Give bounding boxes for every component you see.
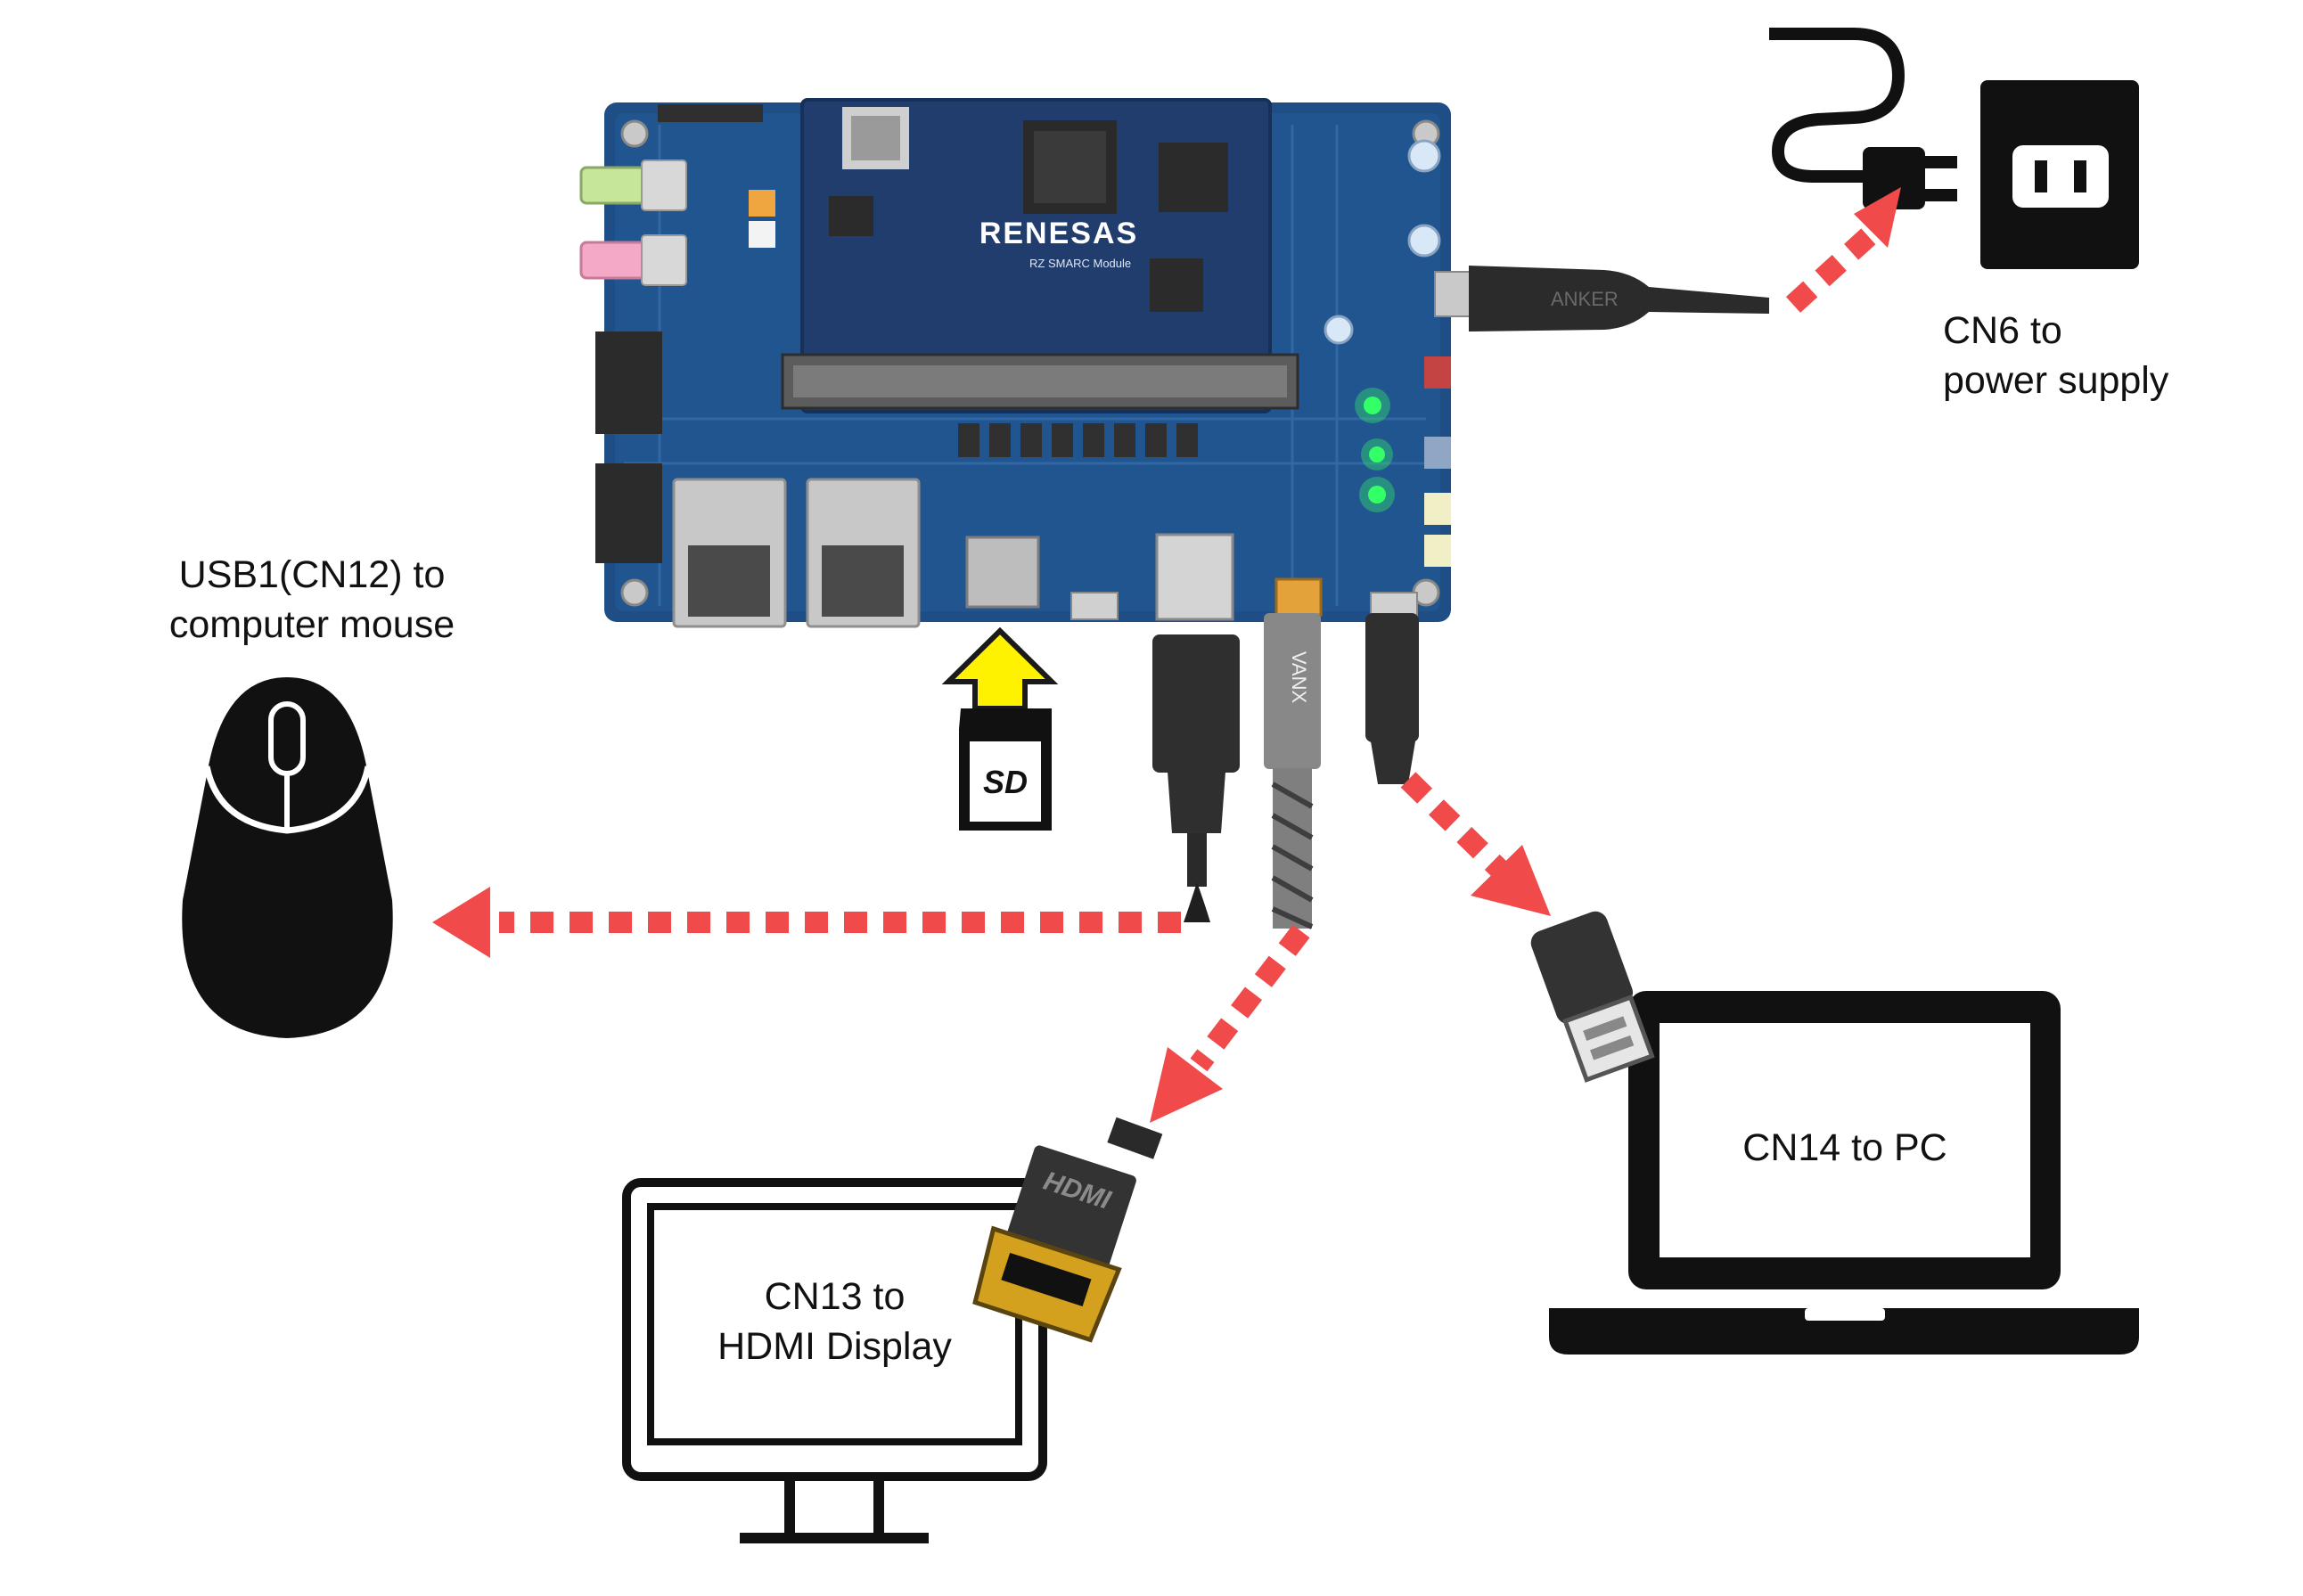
hdmi-plug-icon: HDMI: [972, 1117, 1163, 1343]
arrow-to-hdmi: [1150, 924, 1310, 1123]
power-plug-icon: [1769, 28, 1957, 209]
smarc-module: RENESAS RZ SMARC Module: [800, 98, 1272, 413]
power-label-line2: power supply: [1943, 359, 2169, 402]
anker-brand: ANKER: [1551, 288, 1619, 310]
renesas-board: RENESAS RZ SMARC Module: [579, 98, 1451, 628]
hdmi-label-line2: HDMI Display: [717, 1325, 952, 1368]
monitor-icon: [622, 1178, 1047, 1543]
hdmi-cable: VANX: [1264, 613, 1321, 929]
usb-plug-icon: [1530, 911, 1655, 1083]
sd-card-insert: SD: [941, 626, 1059, 831]
pc-usb-cable: [1365, 613, 1419, 784]
pc-label-line1: CN14 to PC: [1742, 1126, 1947, 1169]
vanx-brand: VANX: [1288, 651, 1310, 704]
mouse-icon: [182, 677, 393, 1038]
audio-jacks: [579, 160, 687, 286]
pc-label: CN14 to PC: [1660, 1123, 2030, 1173]
mouse-label: USB1(CN12) to computer mouse: [143, 550, 481, 650]
sd-card-label: SD: [983, 764, 1028, 800]
power-cable: ANKER: [1434, 266, 1769, 331]
mouse-label-line2: computer mouse: [168, 603, 455, 646]
power-label-line1: CN6 to: [1943, 309, 2062, 352]
arrow-to-mouse: [432, 887, 1181, 958]
laptop-icon: [1549, 991, 2139, 1355]
ethernet-jacks: [672, 478, 921, 628]
arrow-up-icon: [941, 626, 1059, 711]
hdmi-label-line1: CN13 to: [764, 1275, 906, 1318]
mouse-label-line1: USB1(CN12) to: [178, 553, 446, 596]
power-outlet-icon: [1980, 80, 2139, 269]
arrow-to-power: [1785, 187, 1901, 313]
renesas-logo: RENESAS: [979, 217, 1138, 250]
hdmi-label: CN13 to HDMI Display: [651, 1272, 1019, 1371]
power-label: CN6 to power supply: [1943, 306, 2168, 405]
usb-mouse-cable: [1152, 634, 1240, 922]
module-label: RZ SMARC Module: [1029, 257, 1131, 270]
arrow-to-pc: [1400, 772, 1551, 916]
